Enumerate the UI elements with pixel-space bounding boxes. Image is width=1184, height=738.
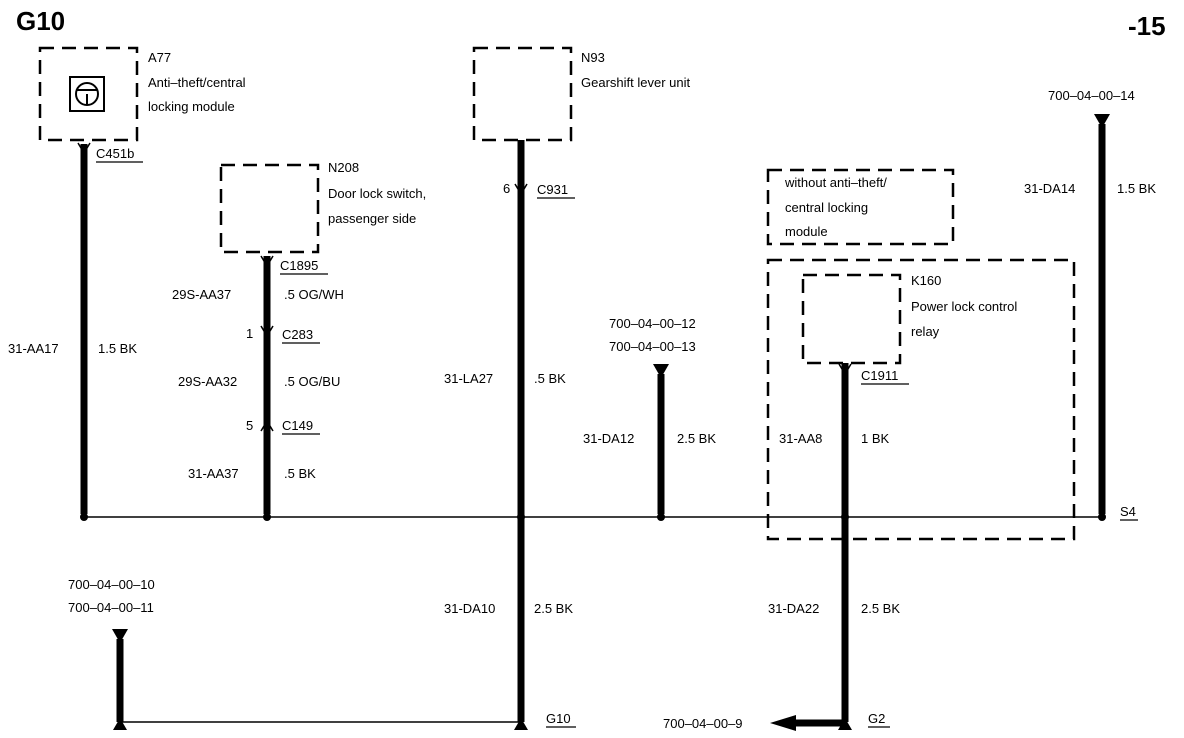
ref-700-04-00-14: 700–04–00–14 (1048, 88, 1135, 103)
n208-desc-line1: Door lock switch, (328, 186, 426, 201)
splice-s4-point (1098, 513, 1106, 521)
a77-desc-line1: Anti–theft/central (148, 75, 246, 90)
n93-desc: Gearshift lever unit (581, 75, 690, 90)
n93-gearshift-lever-unit[interactable] (472, 46, 573, 142)
k160-desc-line1: Power lock control (911, 299, 1017, 314)
wire-31-aa8-spec: 1 BK (861, 431, 890, 446)
wire-31-da22-circuit: 31-DA22 (768, 601, 819, 616)
wire-31-la27-spec: .5 BK (534, 371, 566, 386)
steering-wheel-icon (69, 76, 105, 112)
wire-31-da10-spec: 2.5 BK (534, 601, 573, 616)
ground-g10-symbol (514, 718, 528, 730)
wire-29s-aa32-spec: .5 OG/BU (284, 374, 340, 389)
a77-desc-line2: locking module (148, 99, 235, 114)
variant-note-line2: central locking (785, 200, 868, 215)
wire-31-aa8-circuit: 31-AA8 (779, 431, 822, 446)
k160-desc-line2: relay (911, 324, 940, 339)
variant-option-box (766, 258, 1076, 541)
a77-id: A77 (148, 50, 171, 65)
wire-29s-aa37-spec: .5 OG/WH (284, 287, 344, 302)
connector-c149: C149 (282, 418, 313, 433)
page-number: -15 (1128, 11, 1166, 41)
splice-point (263, 513, 271, 521)
connector-c451b-mark (77, 142, 91, 155)
a77-module[interactable] (38, 46, 139, 142)
variant-note-box (766, 168, 955, 246)
n93-id: N93 (581, 50, 605, 65)
n208-door-lock-switch[interactable] (219, 163, 320, 254)
connector-c931-pin: 6 (503, 181, 510, 196)
k160-power-lock-relay[interactable] (801, 273, 902, 365)
wire-31-da14-spec: 1.5 BK (1117, 181, 1156, 196)
ground-point-symbol (113, 718, 127, 730)
wire-31-aa37-circuit: 31-AA37 (188, 466, 239, 481)
wire-31-da22-spec: 2.5 BK (861, 601, 900, 616)
variant-note-line1: without anti–theft/ (784, 175, 887, 190)
ref-700-04-00-11: 700–04–00–11 (68, 600, 154, 615)
splice-point (657, 513, 665, 521)
wire-31-da12-circuit: 31-DA12 (583, 431, 634, 446)
connector-c1895: C1895 (280, 258, 318, 273)
connector-c283-pin: 1 (246, 326, 253, 341)
splice-s4-label: S4 (1120, 504, 1136, 519)
wire-29s-aa32-circuit: 29S-AA32 (178, 374, 237, 389)
wire-31-aa37-spec: .5 BK (284, 466, 316, 481)
splice-point (841, 513, 849, 521)
wire-31-aa17-spec: 1.5 BK (98, 341, 137, 356)
connector-c931: C931 (537, 182, 568, 197)
wire-31-da10-circuit: 31-DA10 (444, 601, 495, 616)
wire-31-aa17-circuit: 31-AA17 (8, 341, 59, 356)
ground-g2-label: G2 (868, 711, 885, 726)
connector-c283: C283 (282, 327, 313, 342)
wire-29s-aa37-circuit: 29S-AA37 (172, 287, 231, 302)
continuation-arrow (1094, 114, 1110, 128)
ground-g10-label: G10 (546, 711, 571, 726)
ref-700-04-00-12: 700–04–00–12 (609, 316, 696, 331)
sheet-ref: G10 (16, 6, 65, 36)
ref-700-04-00-13: 700–04–00–13 (609, 339, 696, 354)
connector-c451b: C451b (96, 146, 134, 161)
n208-id: N208 (328, 160, 359, 175)
n208-desc-line2: passenger side (328, 211, 416, 226)
wire-31-da12-spec: 2.5 BK (677, 431, 716, 446)
connector-c1911: C1911 (861, 368, 898, 383)
wire-31-la27-circuit: 31-LA27 (444, 371, 493, 386)
ref-700-04-00-9: 700–04–00–9 (663, 716, 743, 731)
continuation-arrow (653, 364, 669, 378)
variant-note-line3: module (785, 224, 828, 239)
continuation-arrow (112, 629, 128, 643)
connector-c149-pin: 5 (246, 418, 253, 433)
ref-700-04-00-10: 700–04–00–10 (68, 577, 155, 592)
splice-point (517, 513, 525, 521)
k160-id: K160 (911, 273, 941, 288)
splice-point (80, 513, 88, 521)
wire-31-da14-circuit: 31-DA14 (1024, 181, 1075, 196)
continuation-arrow-left (770, 715, 796, 731)
